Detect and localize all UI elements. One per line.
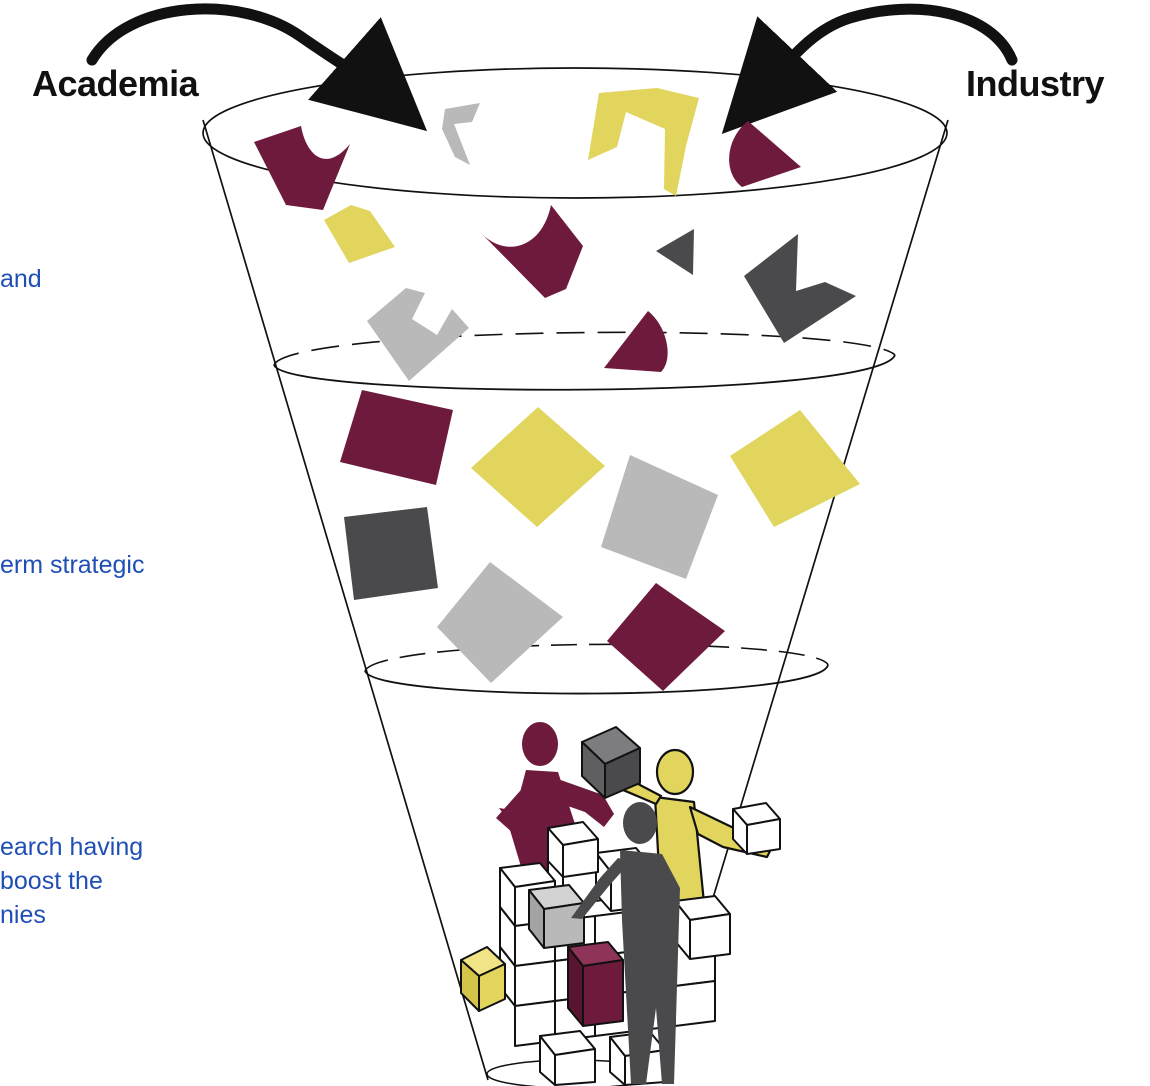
dark-gray-person: [571, 802, 680, 1084]
left-text-middle-line-1: erm strategic: [0, 551, 145, 579]
light-gray-block-1: [601, 455, 718, 579]
industry-arrow-icon: [721, 3, 1018, 134]
funnel-divider-top-back: [273, 331, 896, 366]
yellow-fragment-1: [588, 88, 699, 196]
left-text-middle: erm strategic: [0, 548, 144, 582]
yellow-block-1: [471, 407, 605, 527]
white-held-block: [547, 802, 781, 878]
dark-gray-fragment: [744, 234, 856, 343]
dark-gray-block-1: [344, 507, 438, 600]
gray-held-block: [581, 726, 641, 799]
funnel-divider-mid-back: [364, 643, 829, 672]
light-gray-block-2: [437, 562, 563, 683]
funnel-divider-mid-front: [364, 664, 829, 695]
left-text-top: and: [0, 262, 42, 296]
left-text-bottom: earch having boost the nies: [0, 830, 143, 932]
maroon-half-disc-1: [729, 121, 801, 187]
maroon-fragment-2: [481, 205, 583, 298]
maroon-block-2: [607, 583, 725, 691]
left-text-bottom-line-2: boost the: [0, 867, 103, 895]
maroon-half-disc-2: [604, 311, 668, 372]
industry-label: Industry: [966, 63, 1105, 104]
gray-build-block: [528, 884, 585, 949]
yellow-build-block: [460, 946, 506, 1012]
dark-gray-triangle: [656, 229, 694, 275]
gray-fragment-1: [442, 103, 480, 165]
left-text-bottom-line-3: nies: [0, 901, 46, 929]
funnel-divider-top-front: [273, 354, 896, 391]
left-text-top-line-1: and: [0, 265, 42, 293]
team-building-illustration: [460, 722, 781, 1086]
yellow-fragment-2: [324, 205, 395, 263]
funnel-top-rim: [202, 67, 948, 199]
academia-label: Academia: [32, 63, 199, 104]
maroon-build-block: [567, 941, 624, 1027]
light-gray-fragment-2: [367, 288, 469, 381]
left-text-bottom-line-1: earch having: [0, 833, 144, 861]
maroon-fragment-1: [254, 126, 350, 210]
maroon-block-1: [340, 390, 453, 485]
yellow-block-2: [730, 410, 860, 527]
